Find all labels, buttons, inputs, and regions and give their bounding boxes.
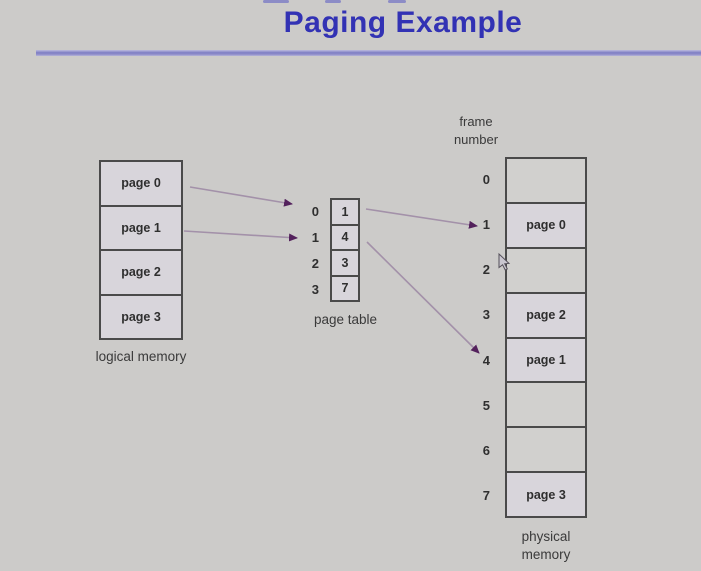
- physical-memory-frame: [507, 381, 585, 426]
- logical-memory-cell: page 2: [101, 249, 181, 294]
- physical-memory-caption: physical memory: [521, 529, 571, 563]
- logical-memory-caption: logical memory: [95, 349, 187, 364]
- frame-number: 4: [482, 352, 490, 368]
- top-edge-artifact: [388, 0, 406, 3]
- arrow-page0-to-pt-entry0: [189, 186, 293, 207]
- page-table-box: 1 4 3 7: [330, 198, 360, 302]
- page-table-entry: 7: [332, 274, 358, 300]
- arrow-pt-entry0-to-frame1: [365, 208, 478, 229]
- frame-number: 7: [482, 487, 490, 503]
- frame-number: 6: [482, 442, 490, 458]
- logical-memory-cell: page 3: [101, 293, 181, 338]
- logical-memory-cell: page 0: [101, 162, 181, 205]
- physical-memory-box: page 0 page 2 page 1 page 3: [505, 157, 587, 518]
- physical-memory-frame: [507, 426, 585, 471]
- logical-memory-box: page 0 page 1 page 2 page 3: [99, 160, 183, 340]
- frame-number: 2: [482, 262, 490, 278]
- frame-number: 5: [482, 397, 490, 413]
- physical-memory-frame: page 0: [507, 201, 585, 247]
- top-edge-artifact: [325, 0, 341, 3]
- frame-number-header: frame number: [453, 114, 499, 147]
- page-table-entry: 4: [332, 223, 358, 249]
- frame-number: 3: [482, 307, 490, 323]
- physical-memory-frame: page 2: [507, 291, 585, 337]
- physical-memory-frame: [507, 159, 585, 202]
- page-table-index: 1: [311, 229, 319, 245]
- page-table-caption: page table: [313, 312, 378, 327]
- page-table-entry: 3: [332, 249, 358, 275]
- frame-number-indices: 0 1 2 3 4 5 6 7: [462, 157, 495, 518]
- logical-memory-cell: page 1: [101, 204, 181, 249]
- page-table-index: 2: [311, 255, 319, 271]
- page-title: Paging Example: [283, 6, 523, 39]
- arrow-page1-to-pt-entry1: [183, 230, 298, 242]
- title-divider: [36, 50, 701, 56]
- top-edge-artifact: [263, 0, 289, 3]
- physical-memory-frame: page 3: [507, 471, 585, 516]
- page-table-indices: 0 1 2 3: [302, 198, 324, 302]
- physical-memory-frame: page 1: [507, 336, 585, 382]
- frame-number: 0: [482, 172, 490, 188]
- page-table-index: 3: [311, 281, 319, 297]
- physical-memory-frame: [507, 246, 585, 292]
- page-table-entry: 1: [332, 200, 358, 224]
- frame-number: 1: [482, 217, 490, 233]
- page-table-index: 0: [311, 203, 319, 219]
